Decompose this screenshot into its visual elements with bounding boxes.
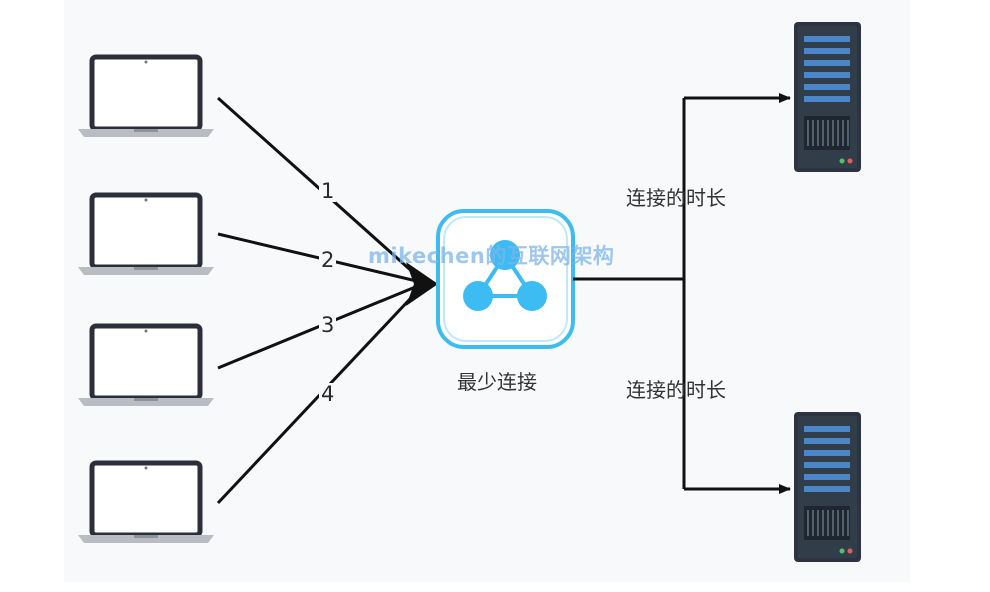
server-rack-icon	[794, 412, 861, 562]
edge-label-4: 4	[319, 382, 337, 406]
converging-arrowhead	[406, 262, 438, 306]
laptop-icon	[78, 192, 214, 275]
edge-label-3: 3	[319, 313, 337, 337]
laptop-icon	[78, 460, 214, 543]
edge-label-2: 2	[319, 248, 337, 272]
share-nodes-icon	[436, 209, 575, 349]
laptop-icon	[78, 323, 214, 406]
balancer-label: 最少连接	[457, 370, 537, 394]
server-rack-icon	[794, 22, 861, 172]
server-link-label-bottom: 连接的时长	[626, 378, 726, 402]
server-link-label-top: 连接的时长	[626, 186, 726, 210]
edge-label-1: 1	[319, 179, 337, 203]
laptop-icon	[78, 54, 214, 137]
watermark-text: mikechen的互联网架构	[368, 244, 615, 268]
